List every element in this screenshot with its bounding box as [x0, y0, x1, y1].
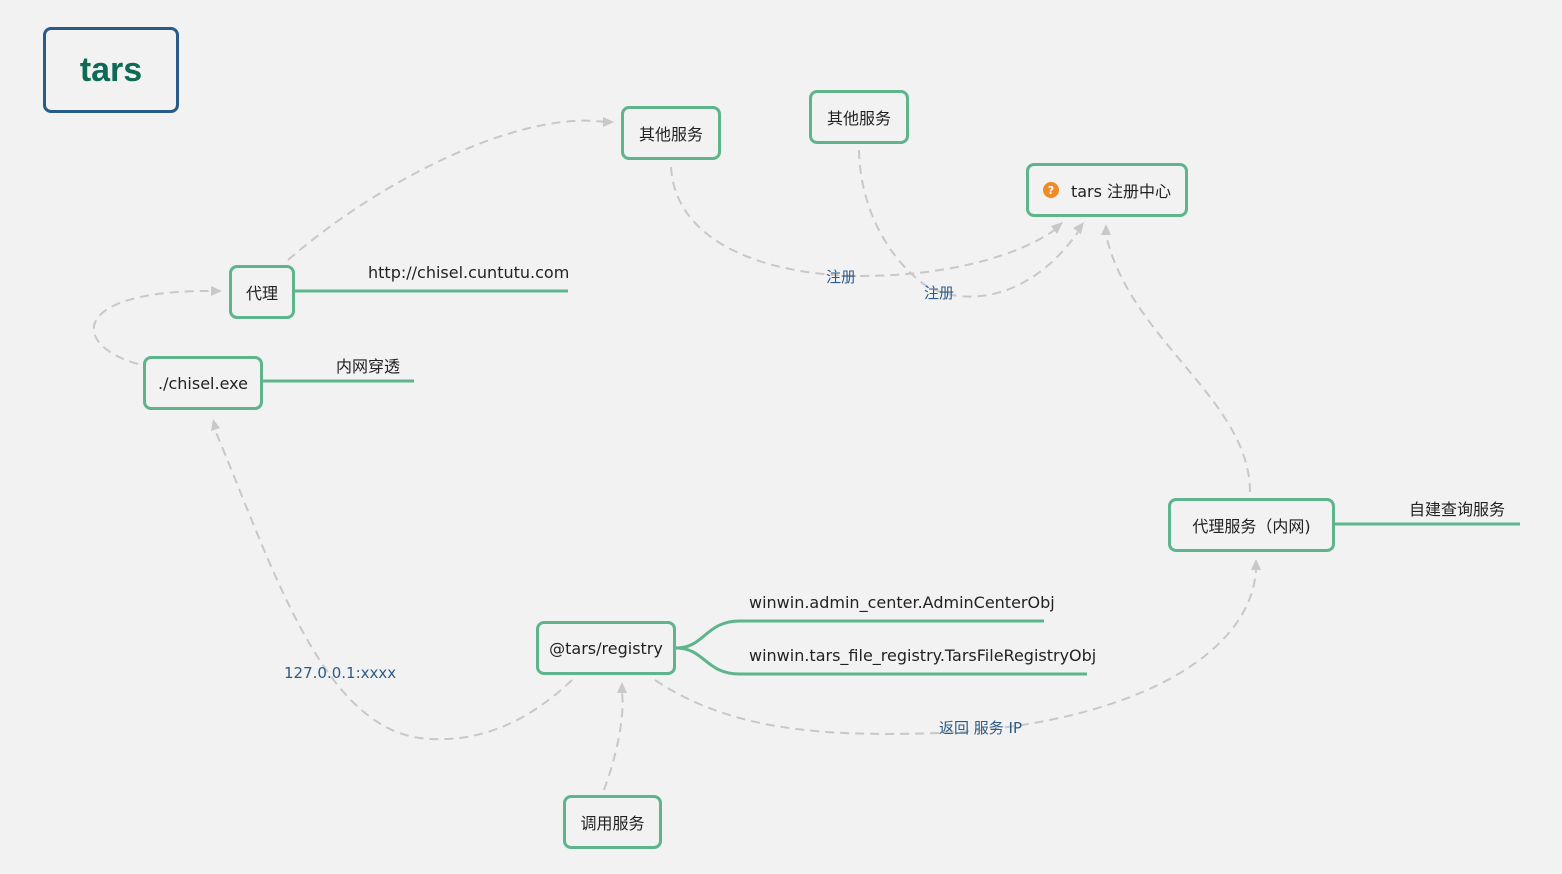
- node-registry-center[interactable]: ? tars 注册中心: [1026, 163, 1188, 217]
- arrow-head: [211, 419, 220, 431]
- branch-file-registry: [675, 646, 1087, 676]
- edge-chisel-to-proxy: [92, 289, 213, 365]
- edge-label-return-ip: 返回 服务 IP: [939, 719, 1023, 737]
- edge-other-service-2-register: [858, 149, 1079, 298]
- arrow-head: [1073, 222, 1084, 234]
- leaf-admin-center-obj[interactable]: winwin.admin_center.AdminCenterObj: [749, 593, 1055, 612]
- node-proxy-service[interactable]: 代理服务（内网): [1168, 498, 1335, 552]
- edge-label-register-1: 注册: [826, 268, 857, 286]
- arrow-head: [211, 286, 222, 296]
- arrow-head: [1101, 224, 1111, 235]
- edge-registry-to-proxy-service: [654, 569, 1257, 735]
- edge-proxy-service-to-registry-center: [1105, 234, 1251, 493]
- arrow-head: [603, 117, 614, 127]
- edge-call-service-to-registry: [603, 691, 624, 791]
- edge-label-register-2: 注册: [924, 284, 955, 302]
- arrow-head: [617, 682, 627, 693]
- help-circle-icon: ?: [1042, 182, 1059, 198]
- leaf-self-built-query[interactable]: 自建查询服务: [1409, 500, 1506, 519]
- node-registry-center-label: tars 注册中心: [1070, 182, 1172, 201]
- node-call-service[interactable]: 调用服务: [563, 795, 662, 849]
- leaf-proxy-url[interactable]: http://chisel.cuntutu.com: [368, 263, 570, 282]
- leaf-file-registry-obj[interactable]: winwin.tars_file_registry.TarsFileRegist…: [749, 646, 1097, 665]
- arrow-head: [1251, 559, 1261, 570]
- edge-registry-to-chisel: [214, 429, 573, 741]
- leaf-intranet-penetration[interactable]: 内网穿透: [336, 357, 401, 376]
- edge-other-service-1-register: [670, 166, 1057, 278]
- node-chisel-exe[interactable]: ./chisel.exe: [143, 356, 263, 410]
- node-other-service-2[interactable]: 其他服务: [809, 90, 909, 144]
- edge-label-localhost: 127.0.0.1:xxxx: [284, 664, 397, 682]
- node-proxy[interactable]: 代理: [229, 265, 295, 319]
- branch-admin-center: [675, 619, 1044, 650]
- edge-proxy-to-other-service: [287, 119, 606, 261]
- root-topic-tars[interactable]: tars: [43, 27, 179, 113]
- node-tars-registry[interactable]: @tars/registry: [536, 621, 676, 675]
- node-other-service-1[interactable]: 其他服务: [621, 106, 721, 160]
- arrow-head: [1051, 222, 1063, 234]
